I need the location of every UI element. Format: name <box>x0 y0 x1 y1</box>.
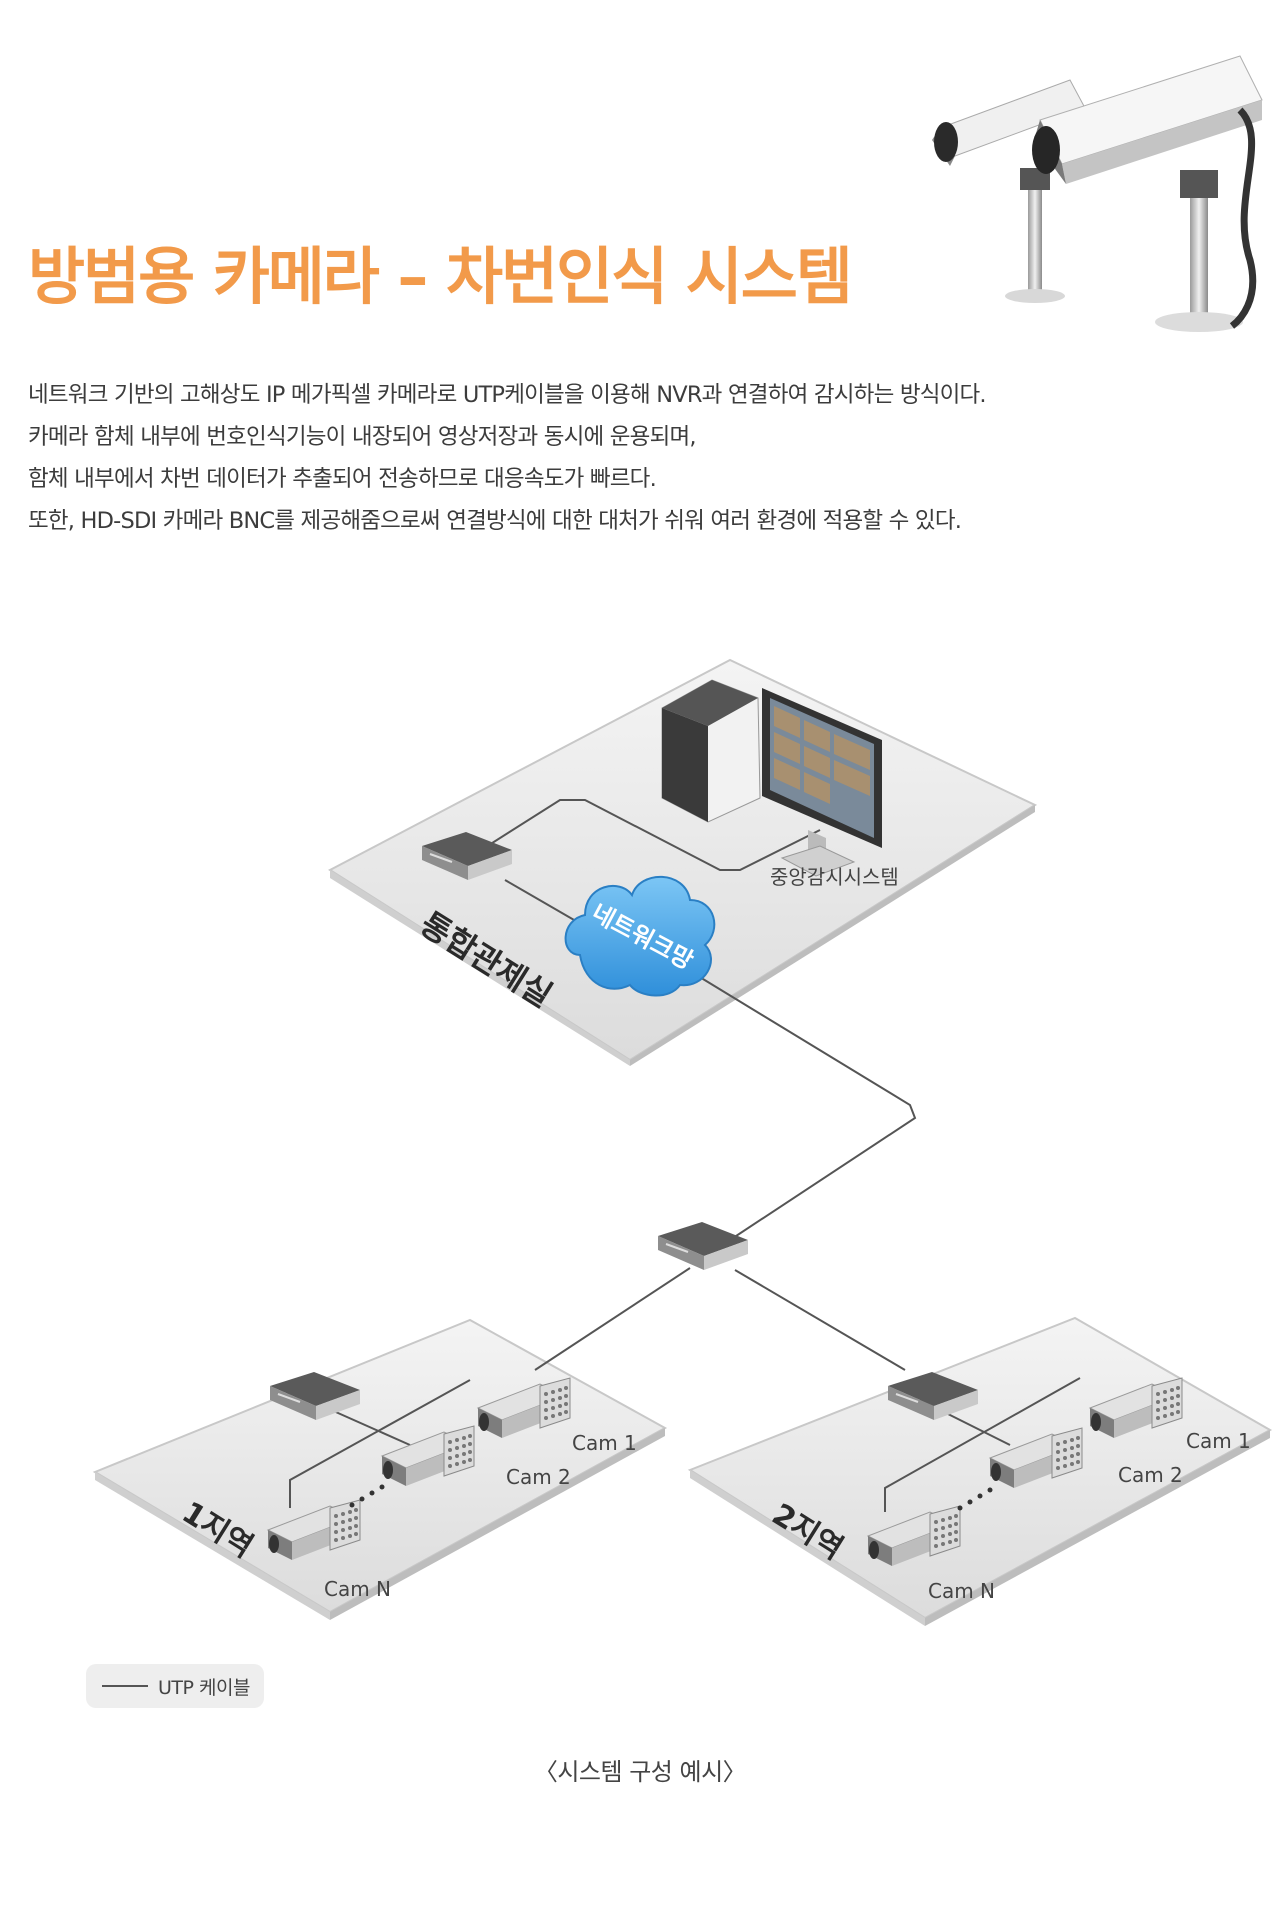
utp-line-swatch <box>102 1685 148 1687</box>
region2-cam1-label: Cam 1 <box>1186 1429 1251 1453</box>
diagram-caption: 〈시스템 구성 예시〉 <box>533 1758 747 1786</box>
region1-camn-label: Cam N <box>324 1577 391 1601</box>
ellipsis-dots <box>349 1484 993 1511</box>
region2-platform <box>687 1316 1273 1620</box>
description: 네트워크 기반의 고해상도 IP 메가픽셀 카메라로 UTP케이블을 이용해 N… <box>28 374 1128 542</box>
description-line: 함체 내부에서 차번 데이터가 추출되어 전송하므로 대응속도가 빠르다. <box>28 466 657 492</box>
page-title: 방범용 카메라 – 차번인식 시스템 <box>28 240 853 313</box>
network-cloud-icon <box>564 875 716 997</box>
description-line: 카메라 함체 내부에 번호인식기능이 내장되어 영상저장과 동시에 운용되며, <box>28 424 697 450</box>
legend-label: UTP 케이블 <box>158 1676 250 1699</box>
region1-cam2-label: Cam 2 <box>506 1465 571 1489</box>
region1-cam1-label: Cam 1 <box>572 1431 637 1455</box>
main-switch-icon <box>657 1221 749 1271</box>
description-line: 네트워크 기반의 고해상도 IP 메가픽셀 카메라로 UTP케이블을 이용해 N… <box>28 382 987 408</box>
region1-platform <box>92 1318 668 1614</box>
legend: UTP 케이블 <box>86 1664 264 1708</box>
region2-cam2-label: Cam 2 <box>1118 1463 1183 1487</box>
cctv-camera-icon <box>932 55 1263 332</box>
description-line: 또한, HD-SDI 카메라 BNC를 제공해줌으로써 연결방식에 대한 대처가… <box>28 508 962 534</box>
central-monitor-icon <box>661 679 882 877</box>
central-monitor-label: 중앙감시시스템 <box>770 865 899 889</box>
region2-camn-label: Cam N <box>928 1579 995 1603</box>
